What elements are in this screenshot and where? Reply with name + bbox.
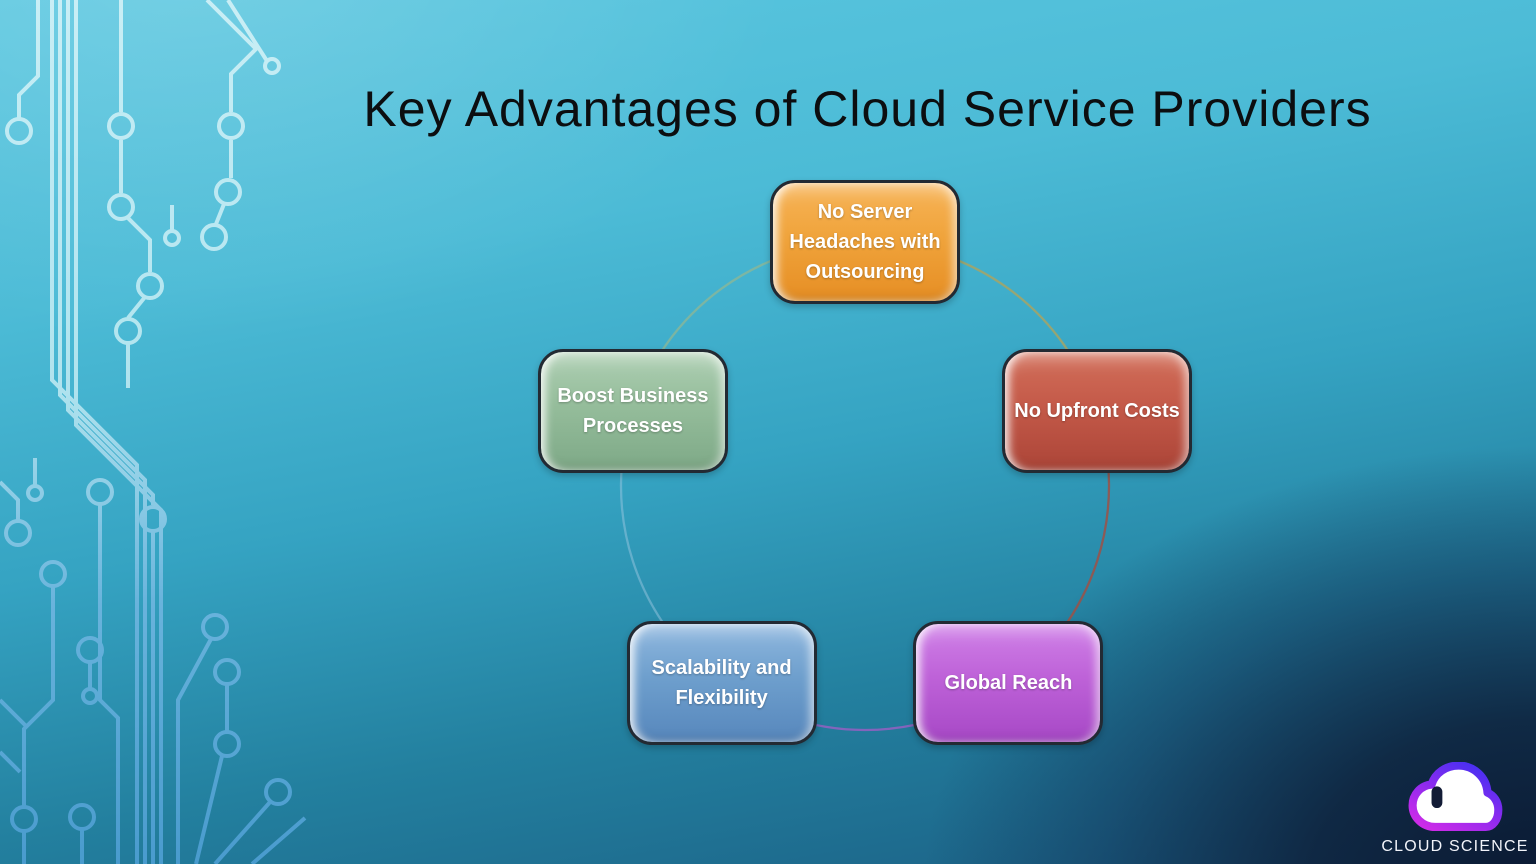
cycle-node-no-server-headaches: No Server Headaches with Outsourcing	[770, 180, 960, 304]
cycle-node-no-upfront-costs: No Upfront Costs	[1002, 348, 1193, 473]
brand-logo: CLOUD SCIENCE	[1380, 762, 1530, 856]
cycle-node-label: No Server Headaches with Outsourcing	[789, 201, 941, 283]
page-title: Key Advantages of Cloud Service Provider…	[363, 80, 1372, 137]
cycle-node-label: Global Reach	[944, 672, 1073, 695]
cloud-notch	[1431, 786, 1443, 809]
cycle-node-label: Boost Business Processes	[557, 384, 709, 437]
brand-logo-text: CLOUD SCIENCE	[1381, 838, 1529, 855]
cycle-node-global-reach: Global Reach	[913, 621, 1104, 746]
cycle-node-label: Scalability and Flexibility	[651, 657, 792, 710]
cycle-node-scalability-flexibility: Scalability and Flexibility	[626, 621, 817, 746]
cycle-node-boost-business-processes: Boost Business Processes	[537, 348, 728, 473]
cloud-icon	[1408, 762, 1503, 832]
cycle-node-label: No Upfront Costs	[1014, 399, 1180, 422]
